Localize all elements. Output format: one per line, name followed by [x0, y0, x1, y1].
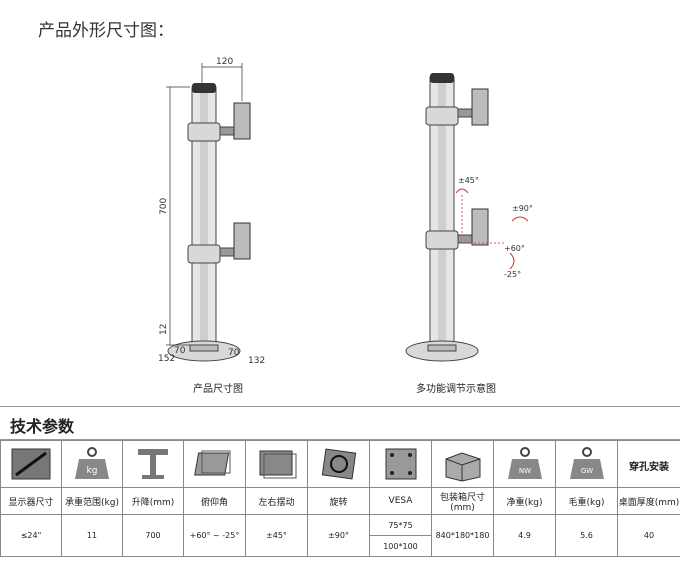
value-screen-size: ≤24" — [0, 514, 62, 557]
label-load: 承重范围(kg) — [61, 487, 123, 515]
label-rotate: 旋转 — [307, 487, 370, 515]
box-icon-cell — [431, 440, 494, 488]
adjustment-figure: ±45° ±90° +60° -25° — [405, 73, 533, 362]
label-desk: 桌面厚度(mm) — [617, 487, 680, 515]
dim-top-width: 120 — [216, 57, 233, 67]
ann-tilt-up: +60° — [504, 244, 525, 253]
label-lift: 升降(mm) — [122, 487, 184, 515]
rotate-icon — [321, 448, 356, 480]
value-box: 840*180*180 — [431, 514, 494, 557]
ann-tilt-top: ±45° — [458, 176, 479, 185]
mount-title-cell: 穿孔安装 — [617, 440, 680, 488]
weight-icon: kg — [75, 447, 109, 479]
product-dimension-figure: 120 700 12 152 70 70 132 — [158, 57, 265, 366]
dim-height: 700 — [159, 198, 169, 215]
spec-heading: 技术参数 — [10, 417, 75, 436]
value-lift: 700 — [122, 514, 184, 557]
page-title: 产品外形尺寸图： — [38, 21, 174, 41]
label-nw: 净重(kg) — [493, 487, 556, 515]
value-rotate: ±90° — [307, 514, 370, 557]
vesa-icon-cell — [369, 440, 432, 488]
gw-icon-cell: GW — [555, 440, 618, 488]
weight-icon-cell: kg — [61, 440, 123, 488]
screen-size-icon — [11, 448, 51, 480]
ann-tilt-down: -25° — [504, 270, 521, 279]
lift-icon — [138, 449, 168, 479]
right-figure-caption: 多功能调节示意图 — [416, 384, 496, 395]
screen-size-icon-cell — [0, 440, 62, 488]
lift-icon-cell — [122, 440, 184, 488]
value-load: 11 — [61, 514, 123, 557]
label-swivel: 左右摆动 — [245, 487, 308, 515]
rotate-icon-cell — [307, 440, 370, 488]
dim-base-right-a: 70 — [228, 348, 240, 358]
mount-title: 穿孔安装 — [629, 461, 669, 473]
label-box: 包装箱尺寸 (mm) — [431, 487, 494, 515]
label-tilt: 俯仰角 — [183, 487, 246, 515]
nw-icon-text: NW — [518, 467, 530, 475]
spec-table: kg NW GW 穿孔安装 显示器尺寸 承重范围(kg) — [0, 440, 680, 557]
ann-rotate: ±90° — [512, 204, 533, 213]
left-figure-caption: 产品尺寸图 — [193, 384, 243, 395]
value-vesa-b: 100*100 — [383, 541, 418, 551]
dim-base-left-b: 70 — [174, 346, 186, 356]
gw-icon-text: GW — [580, 467, 592, 475]
value-vesa-a: 75*75 — [370, 515, 431, 536]
weight-icon-text: kg — [87, 466, 98, 476]
label-gw: 毛重(kg) — [555, 487, 618, 515]
value-nw: 4.9 — [493, 514, 556, 557]
dim-base-height: 12 — [159, 324, 169, 335]
value-swivel: ±45° — [245, 514, 308, 557]
value-tilt: +60° ~ -25° — [183, 514, 246, 557]
box-icon — [445, 452, 480, 482]
spec-header: 技术参数 — [0, 406, 680, 440]
dim-base-right-b: 132 — [248, 356, 265, 366]
swivel-icon-cell — [245, 440, 308, 488]
value-desk: 40 — [617, 514, 680, 557]
value-gw: 5.6 — [555, 514, 618, 557]
gw-icon: GW — [569, 447, 604, 479]
label-vesa: VESA — [369, 487, 432, 515]
nw-icon: NW — [507, 447, 542, 479]
label-screen-size: 显示器尺寸 — [0, 487, 62, 515]
swivel-icon — [259, 450, 296, 479]
dim-base-left-a: 152 — [158, 354, 175, 364]
value-vesa-cell: 75*75 100*100 — [369, 514, 432, 557]
nw-icon-cell: NW — [493, 440, 556, 488]
vesa-icon — [385, 448, 416, 480]
tilt-icon — [193, 450, 230, 476]
tilt-icon-cell — [183, 440, 246, 488]
